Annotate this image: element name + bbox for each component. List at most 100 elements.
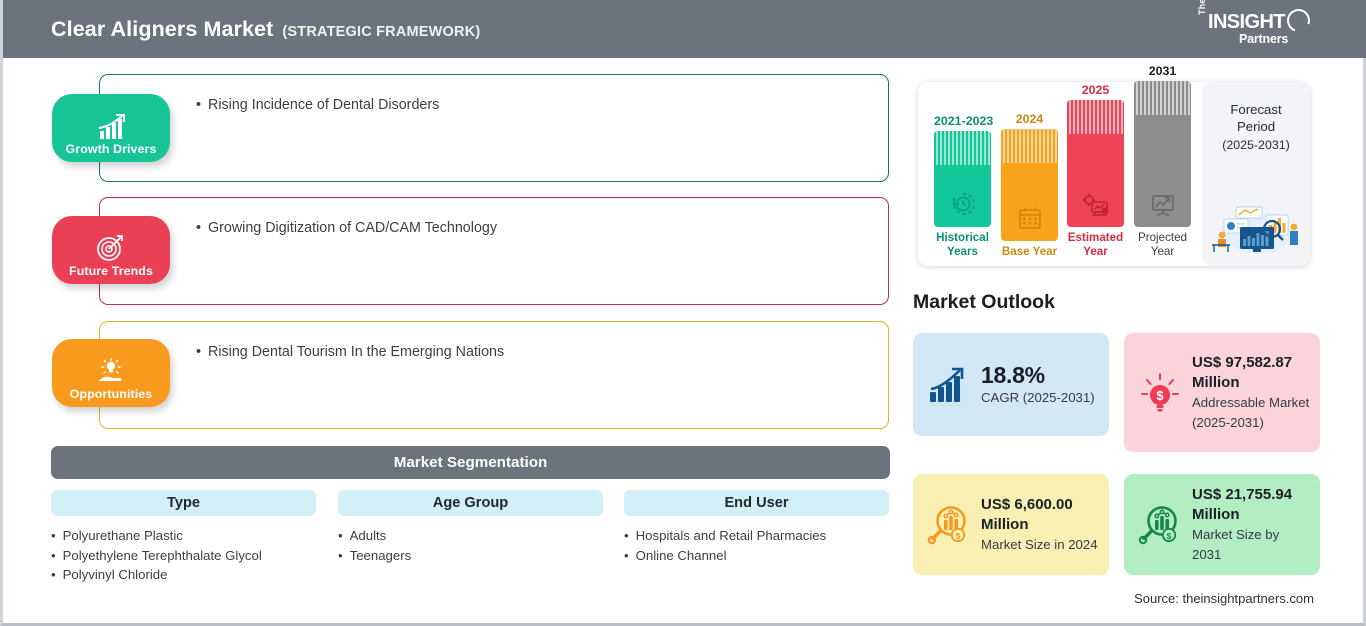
gear-chart-icon: [1067, 193, 1124, 217]
target-arrow-icon: [96, 234, 126, 262]
future-trends-text: •Growing Digitization of CAD/CAM Technol…: [196, 220, 497, 236]
bullet-icon: •: [624, 547, 629, 563]
segmentation-column-header: Age Group: [338, 490, 603, 516]
forecast-bar-label: Historical Years: [936, 231, 989, 258]
market-outlook-title: Market Outlook: [913, 291, 1055, 313]
growth-bar-arrow-icon: [923, 366, 975, 404]
stripe-pattern-icon: [934, 131, 991, 166]
forecast-bar-label: Estimated Year: [1067, 231, 1124, 258]
segmentation-column-end-user: End User •Hospitals and Retail Pharmacie…: [624, 490, 889, 565]
segmentation-column-type: Type •Polyurethane Plastic •Polyethylene…: [51, 490, 316, 585]
stripe-pattern-icon: [1134, 81, 1191, 116]
opportunities-badge-label: Opportunities: [69, 387, 153, 401]
list-item: •Hospitals and Retail Pharmacies: [624, 528, 827, 543]
opportunities-text: •Rising Dental Tourism In the Emerging N…: [196, 344, 505, 360]
bullet-icon: •: [196, 220, 202, 236]
forecast-bar-base: 2024: [1001, 112, 1058, 258]
bullet-icon: •: [51, 567, 56, 582]
forecast-timeline-chart: 2021-2023 Historical Years 2024: [918, 64, 1310, 266]
market-size-2031-value: US$ 21,755.94 Million: [1192, 486, 1293, 523]
bullet-icon: •: [338, 528, 343, 543]
clock-history-icon: [934, 191, 991, 217]
list-item: •Teenagers: [338, 547, 412, 563]
forecast-bar-label: Projected Year: [1138, 231, 1187, 258]
page-title: Clear Aligners Market: [51, 16, 274, 41]
header-title-group: Clear Aligners Market (STRATEGIC FRAMEWO…: [51, 17, 480, 42]
forecast-bar-label: Base Year: [1001, 244, 1058, 258]
forecast-bar-year: 2021-2023: [934, 114, 994, 129]
forecast-bar-shape: [1134, 81, 1191, 228]
segmentation-column-header: Type: [51, 490, 316, 516]
cagr-label: CAGR (2025-2031): [981, 389, 1095, 405]
bullet-icon: •: [624, 528, 629, 543]
segmentation-list: •Adults •Teenagers: [338, 526, 603, 565]
future-trends-badge[interactable]: Future Trends: [52, 216, 170, 284]
forecast-bar-estimated: 2025: [1067, 83, 1124, 258]
forecast-bar-shape: [1001, 128, 1058, 241]
presentation-chart-icon: [1134, 193, 1191, 217]
forecast-bar-year: 2031: [1148, 64, 1177, 79]
bullet-icon: •: [196, 344, 202, 360]
bar-chart-arrow-icon: [94, 112, 128, 140]
market-outlook-card-text: US$ 6,600.00 Million Market Size in 2024: [981, 495, 1099, 555]
logo-the-text: The: [1197, 0, 1207, 15]
segmentation-list: •Polyurethane Plastic •Polyethylene Tere…: [51, 526, 316, 585]
forecast-bar-shape: [1067, 100, 1124, 228]
market-outlook-card-text: 18.8% CAGR (2025-2031): [981, 362, 1095, 408]
market-outlook-card-text: US$ 97,582.87 Million Addressable Market…: [1192, 353, 1310, 432]
opportunities-box: •Rising Dental Tourism In the Emerging N…: [99, 321, 889, 429]
future-trends-box: •Growing Digitization of CAD/CAM Technol…: [99, 197, 889, 305]
svg-text:$: $: [956, 531, 961, 541]
lightbulb-dollar-icon: $: [1134, 371, 1186, 415]
segmentation-column-label: Type: [167, 495, 200, 511]
calendar-icon: [1001, 205, 1058, 231]
market-segmentation-header: Market Segmentation: [51, 446, 890, 479]
addressable-market-value: US$ 97,582.87 Million: [1192, 354, 1293, 391]
logo-insight-text: INSIGHT: [1208, 11, 1286, 33]
page-subtitle: (STRATEGIC FRAMEWORK): [282, 23, 481, 40]
market-outlook-card-cagr: 18.8% CAGR (2025-2031): [913, 333, 1109, 436]
segmentation-column-label: Age Group: [432, 495, 509, 511]
stripe-pattern-icon: [1001, 128, 1058, 163]
dashboard-analysis-illustration: [1206, 193, 1306, 260]
list-item: •Polyurethane Plastic: [51, 528, 183, 543]
growth-drivers-badge-label: Growth Drivers: [65, 142, 157, 156]
market-outlook-card-text: US$ 21,755.94 Million Market Size by 203…: [1192, 485, 1310, 564]
market-outlook-card-size-2031: $ US$ 21,755.94 Million Market Size by 2…: [1124, 474, 1320, 575]
bullet-icon: •: [51, 528, 56, 543]
market-outlook-card-size-2024: $ US$ 6,600.00 Million Market Size in 20…: [913, 474, 1109, 575]
forecast-period-line1: Forecast: [1230, 102, 1282, 117]
market-size-2024-label: Market Size in 2024: [981, 536, 1098, 552]
segmentation-column-label: End User: [724, 495, 789, 511]
future-trends-badge-label: Future Trends: [69, 264, 153, 278]
growth-drivers-box: •Rising Incidence of Dental Disorders: [99, 74, 889, 182]
magnifier-chart-dollar-icon: $: [923, 504, 975, 546]
forecast-period-line2: Period: [1236, 119, 1276, 134]
svg-text:$: $: [1156, 388, 1164, 403]
segmentation-list: •Hospitals and Retail Pharmacies •Online…: [624, 526, 889, 565]
forecast-bar-historical: 2021-2023 Historical Years: [934, 114, 994, 258]
source-attribution: Source: theinsightpartners.com: [1134, 591, 1314, 606]
segmentation-column-age-group: Age Group •Adults •Teenagers: [338, 490, 603, 565]
market-segmentation-title: Market Segmentation: [393, 454, 548, 471]
bullet-icon: •: [196, 97, 202, 113]
bullet-icon: •: [51, 547, 56, 563]
magnifier-chart-dollar-icon: $: [1134, 504, 1186, 546]
forecast-period-panel: Forecast Period (2025-2031): [1202, 82, 1310, 266]
forecast-bar-shape: [934, 131, 991, 228]
list-item: •Polyethylene Terephthalate Glycol: [51, 547, 262, 563]
list-item: •Online Channel: [624, 547, 727, 563]
page-header: Clear Aligners Market (STRATEGIC FRAMEWO…: [3, 0, 1366, 58]
list-item: •Adults: [338, 528, 387, 543]
hand-lightbulb-icon: [94, 357, 128, 385]
bullet-icon: •: [338, 547, 343, 563]
forecast-bars: 2021-2023 Historical Years 2024: [918, 64, 1198, 266]
opportunities-badge[interactable]: Opportunities: [52, 339, 170, 407]
segmentation-column-header: End User: [624, 490, 889, 516]
market-size-2024-value: US$ 6,600.00 Million: [981, 495, 1073, 533]
market-outlook-card-addressable-market: $ US$ 97,582.87 Million Addressable Mark…: [1124, 333, 1320, 452]
insight-partners-logo: The INSIGHT Partners: [1195, 0, 1315, 51]
growth-drivers-badge[interactable]: Growth Drivers: [52, 94, 170, 162]
svg-text:$: $: [1167, 531, 1172, 541]
